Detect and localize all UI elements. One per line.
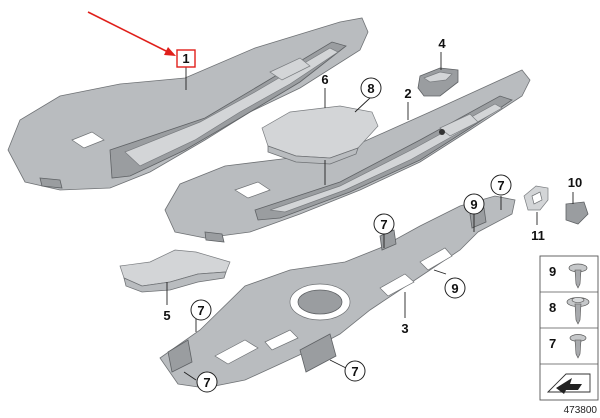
legend-row-7: 7 <box>549 334 587 359</box>
legend-row-9: 9 <box>549 263 588 289</box>
part-11-clip <box>523 185 549 211</box>
legend-row-8: 8 <box>549 297 590 325</box>
callout-8: 8 <box>367 81 374 96</box>
callout-7c: 7 <box>197 303 204 318</box>
fastener-legend: 9 8 7 <box>539 255 599 401</box>
callout-8-circle <box>360 77 382 99</box>
callout-9a-circle <box>463 193 485 215</box>
callout-7a-circle <box>373 213 395 235</box>
callout-7d-circle <box>196 371 218 393</box>
callouts: 1 6 8 2 4 5 3 7 9 7 9 7 7 7 10 11 <box>163 36 582 393</box>
callout-5: 5 <box>163 308 170 323</box>
reference-number: 473800 <box>564 405 598 416</box>
screw-icon <box>568 263 588 289</box>
legend-number-8: 8 <box>549 300 556 315</box>
part-3-support-frame <box>159 195 516 389</box>
callout-7e: 7 <box>351 364 358 379</box>
washer-screw-icon <box>566 297 590 325</box>
callout-9b: 9 <box>451 281 458 296</box>
legend-number-9: 9 <box>549 264 556 279</box>
callout-7b: 7 <box>497 178 504 193</box>
callout-11: 11 <box>531 228 545 243</box>
callout-7e-circle <box>344 360 366 382</box>
highlight-arrow <box>87 11 176 56</box>
callout-9a: 9 <box>470 197 477 212</box>
callout-7d: 7 <box>203 375 210 390</box>
callout-7a: 7 <box>380 217 387 232</box>
part-6-insert-panel <box>261 105 379 165</box>
part-4-cap <box>417 67 459 97</box>
callout-10: 10 <box>568 175 582 190</box>
pan-screw-icon <box>569 334 587 359</box>
callout-3: 3 <box>401 321 408 336</box>
callout-2: 2 <box>404 86 411 101</box>
leader-lines <box>166 52 574 381</box>
legend-number-7: 7 <box>549 336 556 351</box>
callout-1: 1 <box>182 51 189 66</box>
part-1-trim-panel <box>7 17 369 191</box>
part-5-cover <box>119 249 231 293</box>
callout-6: 6 <box>321 72 328 87</box>
highlight-box <box>176 49 196 68</box>
part-10-plug <box>565 201 589 225</box>
callout-9b-circle <box>444 277 466 299</box>
callout-4: 4 <box>438 36 446 51</box>
callout-7c-circle <box>190 299 212 321</box>
direction-arrow-icon <box>546 373 591 394</box>
callout-7b-circle <box>490 174 512 196</box>
